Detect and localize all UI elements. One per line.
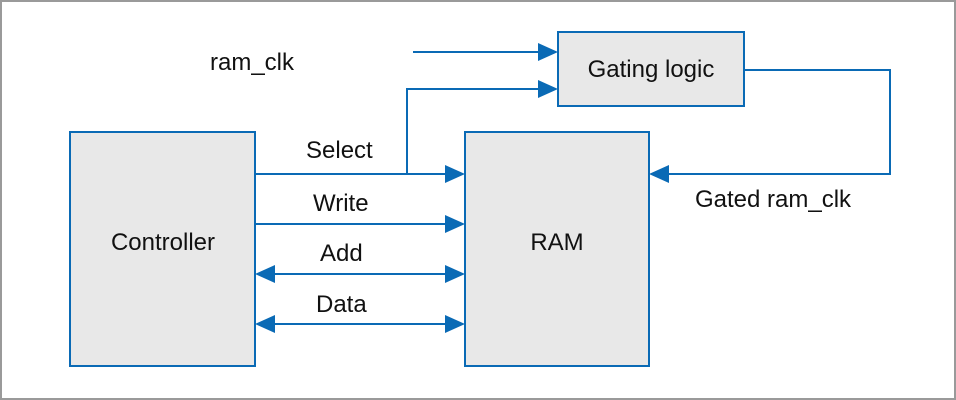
- controller-box: [69, 131, 256, 367]
- data-signal: Data: [255, 291, 465, 333]
- write-arrowhead-icon: [445, 215, 465, 233]
- ram-label: RAM: [530, 229, 583, 256]
- data-right-arrowhead-icon: [445, 315, 465, 333]
- gated-ram-clk-wire: [667, 69, 891, 175]
- gating-logic-box: [557, 31, 745, 107]
- gating-logic-block: Gating logic: [557, 31, 745, 107]
- add-label: Add: [320, 240, 363, 267]
- select-label: Select: [306, 137, 373, 164]
- gated-ram-clk-label: Gated ram_clk: [695, 186, 852, 213]
- controller-block: Controller: [69, 131, 256, 367]
- gated-ram-clk-arrowhead-icon: [649, 165, 669, 183]
- select-branch-wire: [406, 88, 540, 174]
- select-arrowhead-icon: [445, 165, 465, 183]
- ram-block: RAM: [464, 131, 650, 367]
- gating-logic-label: Gating logic: [588, 56, 715, 83]
- data-left-arrowhead-icon: [255, 315, 275, 333]
- add-right-arrowhead-icon: [445, 265, 465, 283]
- gated-ram-clk-signal: Gated ram_clk: [649, 69, 891, 213]
- add-left-arrowhead-icon: [255, 265, 275, 283]
- ram-clk-signal: ram_clk: [210, 43, 558, 76]
- select-signal: Select: [255, 80, 558, 183]
- add-signal: Add: [255, 240, 465, 283]
- select-branch-arrowhead-icon: [538, 80, 558, 98]
- ram-clk-arrowhead-icon: [538, 43, 558, 61]
- ram-clk-label: ram_clk: [210, 49, 295, 76]
- ram-box: [464, 131, 650, 367]
- write-label: Write: [313, 190, 369, 217]
- controller-label: Controller: [111, 229, 215, 256]
- write-signal: Write: [255, 190, 465, 233]
- data-label: Data: [316, 291, 367, 318]
